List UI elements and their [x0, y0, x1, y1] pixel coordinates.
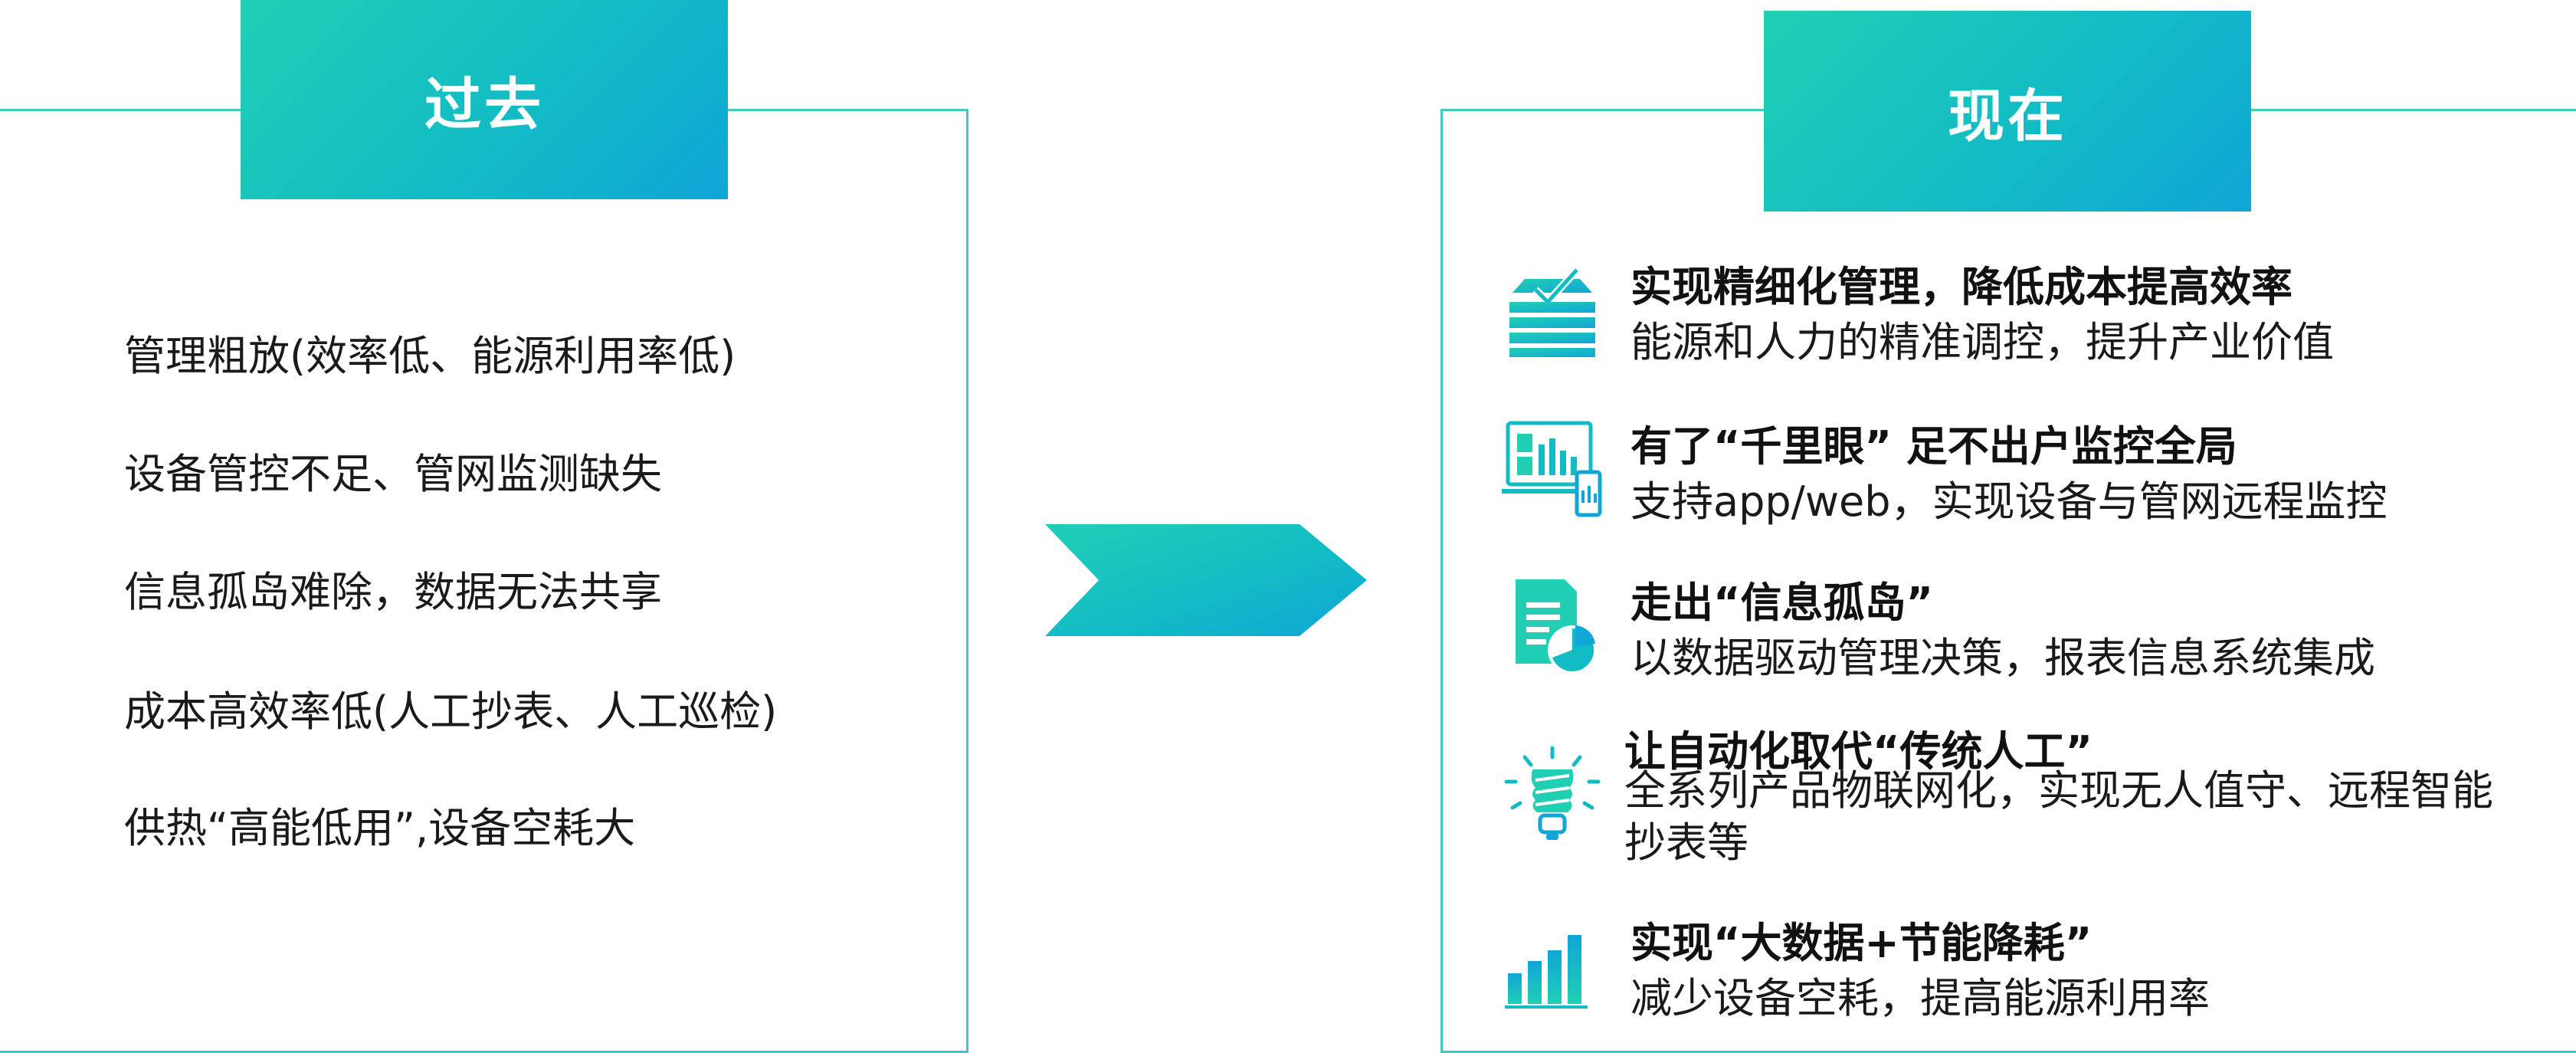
lightbulb-icon [1504, 746, 1601, 840]
now-item-1-desc: 能源和人力的精准调控，提升产业价值 [1630, 318, 2334, 366]
now-item-3-title: 走出“信息孤岛” [1630, 579, 1933, 627]
past-item-5: 供热“高能低用”,设备空耗大 [124, 804, 636, 852]
now-item-2-title: 有了“千里眼” 足不出户监控全局 [1630, 422, 2237, 471]
now-item-1-title: 实现精细化管理，降低成本提高效率 [1630, 263, 2293, 311]
chevron-arrow-icon [1045, 524, 1367, 636]
past-item-4: 成本高效率低(人工抄表、人工巡检) [124, 687, 778, 736]
past-item-3: 信息孤岛难除，数据无法共享 [124, 568, 662, 616]
now-item-2-desc: 支持app/web，实现设备与管网远程监控 [1630, 477, 2388, 526]
monitor-phone-dashboard-icon [1502, 421, 1602, 517]
now-item-5-title: 实现“大数据+节能降耗” [1630, 919, 2093, 967]
past-item-1: 管理粗放(效率低、能源利用率低) [124, 332, 736, 380]
past-tab-title: 过去 [241, 0, 728, 199]
now-item-3-desc: 以数据驱动管理决策，报表信息系统集成 [1630, 634, 2375, 682]
document-pie-chart-icon [1516, 579, 1597, 674]
past-panel [0, 109, 968, 1053]
now-item-5-desc: 减少设备空耗，提高能源利用率 [1630, 974, 2210, 1022]
now-panel [1440, 109, 2576, 1053]
now-item-4-desc: 全系列产品物联网化，实现无人值守、远程智能抄表等 [1624, 766, 2493, 867]
stacked-layers-check-icon [1509, 267, 1595, 357]
past-item-2: 设备管控不足、管网监测缺失 [124, 450, 662, 498]
bar-chart-icon [1505, 935, 1588, 1009]
now-tab-title: 现在 [1764, 11, 2251, 212]
now-item-4-title: 让自动化取代“传统人工” [1624, 727, 2093, 776]
